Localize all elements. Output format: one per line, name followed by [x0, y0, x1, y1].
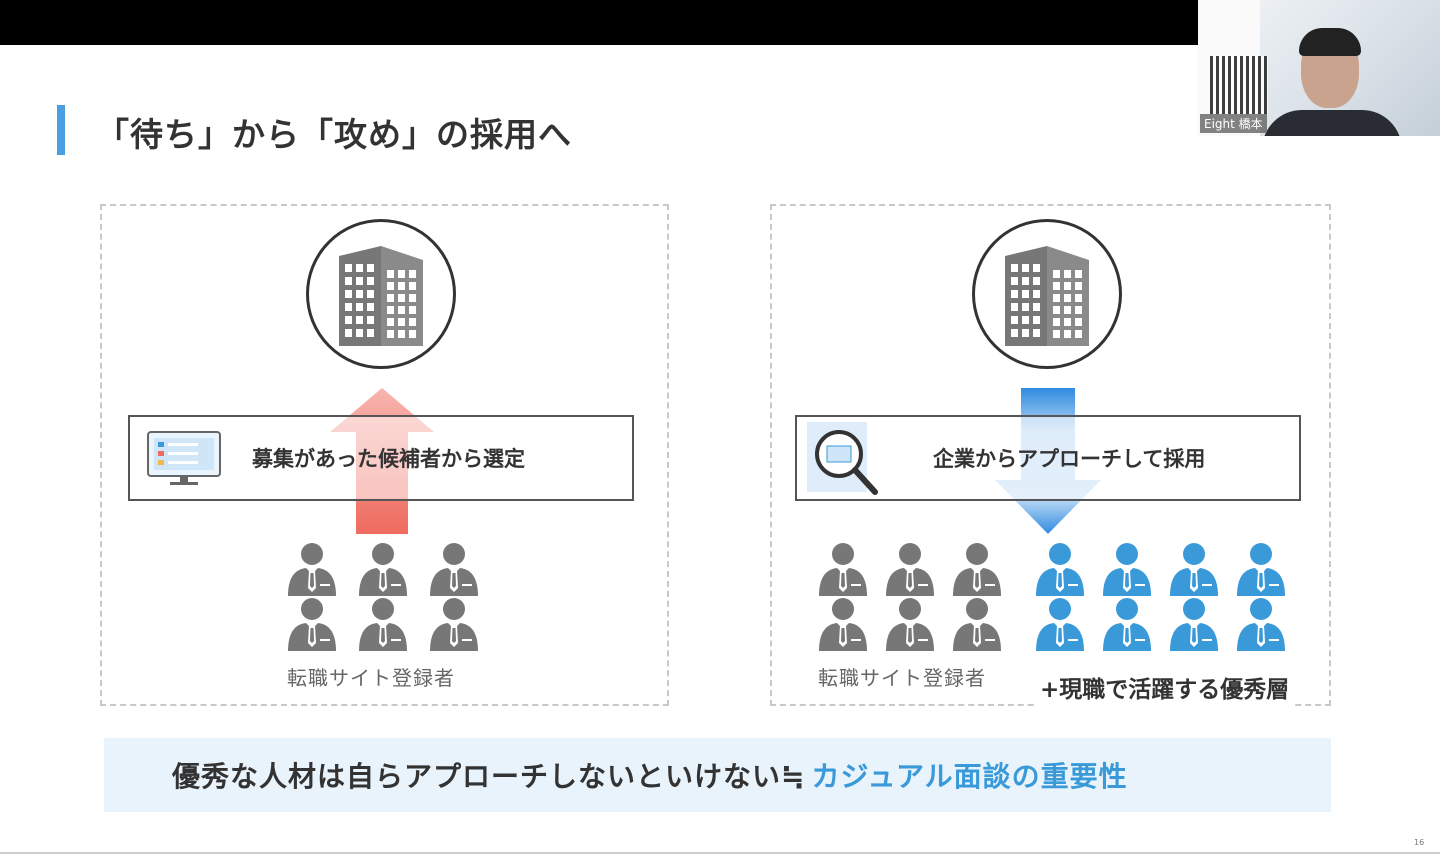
webcam-name-tag: Eight 橋本 — [1200, 114, 1267, 133]
person-icon — [1101, 542, 1153, 600]
banner-highlight: カジュアル面談の重要性 — [811, 760, 1128, 793]
person-icon — [428, 597, 480, 655]
person-icon — [286, 597, 338, 655]
top-talent-label: +現職で活躍する優秀層 — [1034, 668, 1296, 706]
banner-text: 優秀な人材は自らアプローチしないといけない≒ — [172, 760, 806, 793]
person-icon — [884, 597, 936, 655]
company-building-icon — [972, 219, 1122, 369]
right-caption: 企業からアプローチして採用 — [933, 447, 1206, 471]
company-building-icon — [306, 219, 456, 369]
magnifier-search-icon — [807, 422, 878, 495]
person-icon — [357, 542, 409, 600]
person-icon — [1034, 542, 1086, 600]
left-people-label: 転職サイト登録者 — [287, 666, 455, 690]
person-icon — [1168, 542, 1220, 600]
person-icon — [951, 597, 1003, 655]
conclusion-banner: 優秀な人材は自らアプローチしないといけない≒ カジュアル面談の重要性 — [104, 738, 1331, 812]
speaker-body — [1262, 110, 1402, 136]
person-icon — [817, 542, 869, 600]
person-icon — [286, 542, 338, 600]
webcam-video: Eight 橋本 — [1198, 0, 1440, 136]
slide-title: 「待ち」から「攻め」の採用へ — [96, 115, 572, 154]
left-caption-box: 募集があった候補者から選定 — [128, 415, 634, 501]
person-icon — [428, 542, 480, 600]
person-icon — [1034, 597, 1086, 655]
person-icon — [1235, 542, 1287, 600]
right-people-label: 転職サイト登録者 — [818, 666, 986, 690]
person-icon — [951, 542, 1003, 600]
speaker-hair — [1299, 28, 1361, 56]
footer-line — [0, 852, 1440, 854]
right-caption-box: 企業からアプローチして採用 — [795, 415, 1301, 501]
title-accent-bar — [57, 105, 65, 155]
page-number: 16 — [1414, 838, 1425, 847]
left-panel-waiting — [100, 204, 669, 706]
person-icon — [1101, 597, 1153, 655]
qr-code — [1210, 56, 1268, 114]
person-icon — [357, 597, 409, 655]
computer-monitor-icon — [147, 431, 221, 485]
person-icon — [884, 542, 936, 600]
top-black-bar — [0, 0, 1198, 45]
left-caption: 募集があった候補者から選定 — [252, 447, 525, 471]
person-icon — [1168, 597, 1220, 655]
person-icon — [1235, 597, 1287, 655]
person-icon — [817, 597, 869, 655]
